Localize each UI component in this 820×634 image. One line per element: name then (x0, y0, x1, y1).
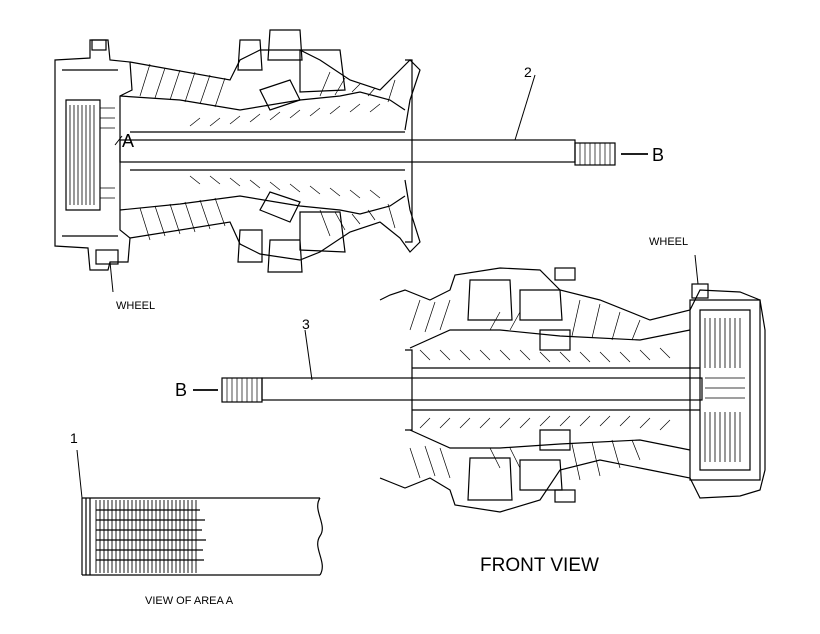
label-a: A (122, 131, 135, 151)
label-b-bottom: B (175, 380, 188, 400)
lower-assembly (193, 254, 766, 513)
callout-2: 2 (524, 64, 532, 80)
view-of-area-a-title: VIEW OF AREA A (145, 595, 234, 607)
wheel-label-left: WHEEL (116, 300, 156, 312)
area-a-detail (76, 449, 323, 576)
wheel-label-right: WHEEL (649, 236, 689, 248)
callout-3: 3 (302, 316, 310, 332)
callout-1: 1 (70, 430, 78, 446)
front-view-title: FRONT VIEW (480, 555, 599, 576)
label-b-top: B (652, 145, 665, 165)
upper-assembly (54, 29, 648, 293)
